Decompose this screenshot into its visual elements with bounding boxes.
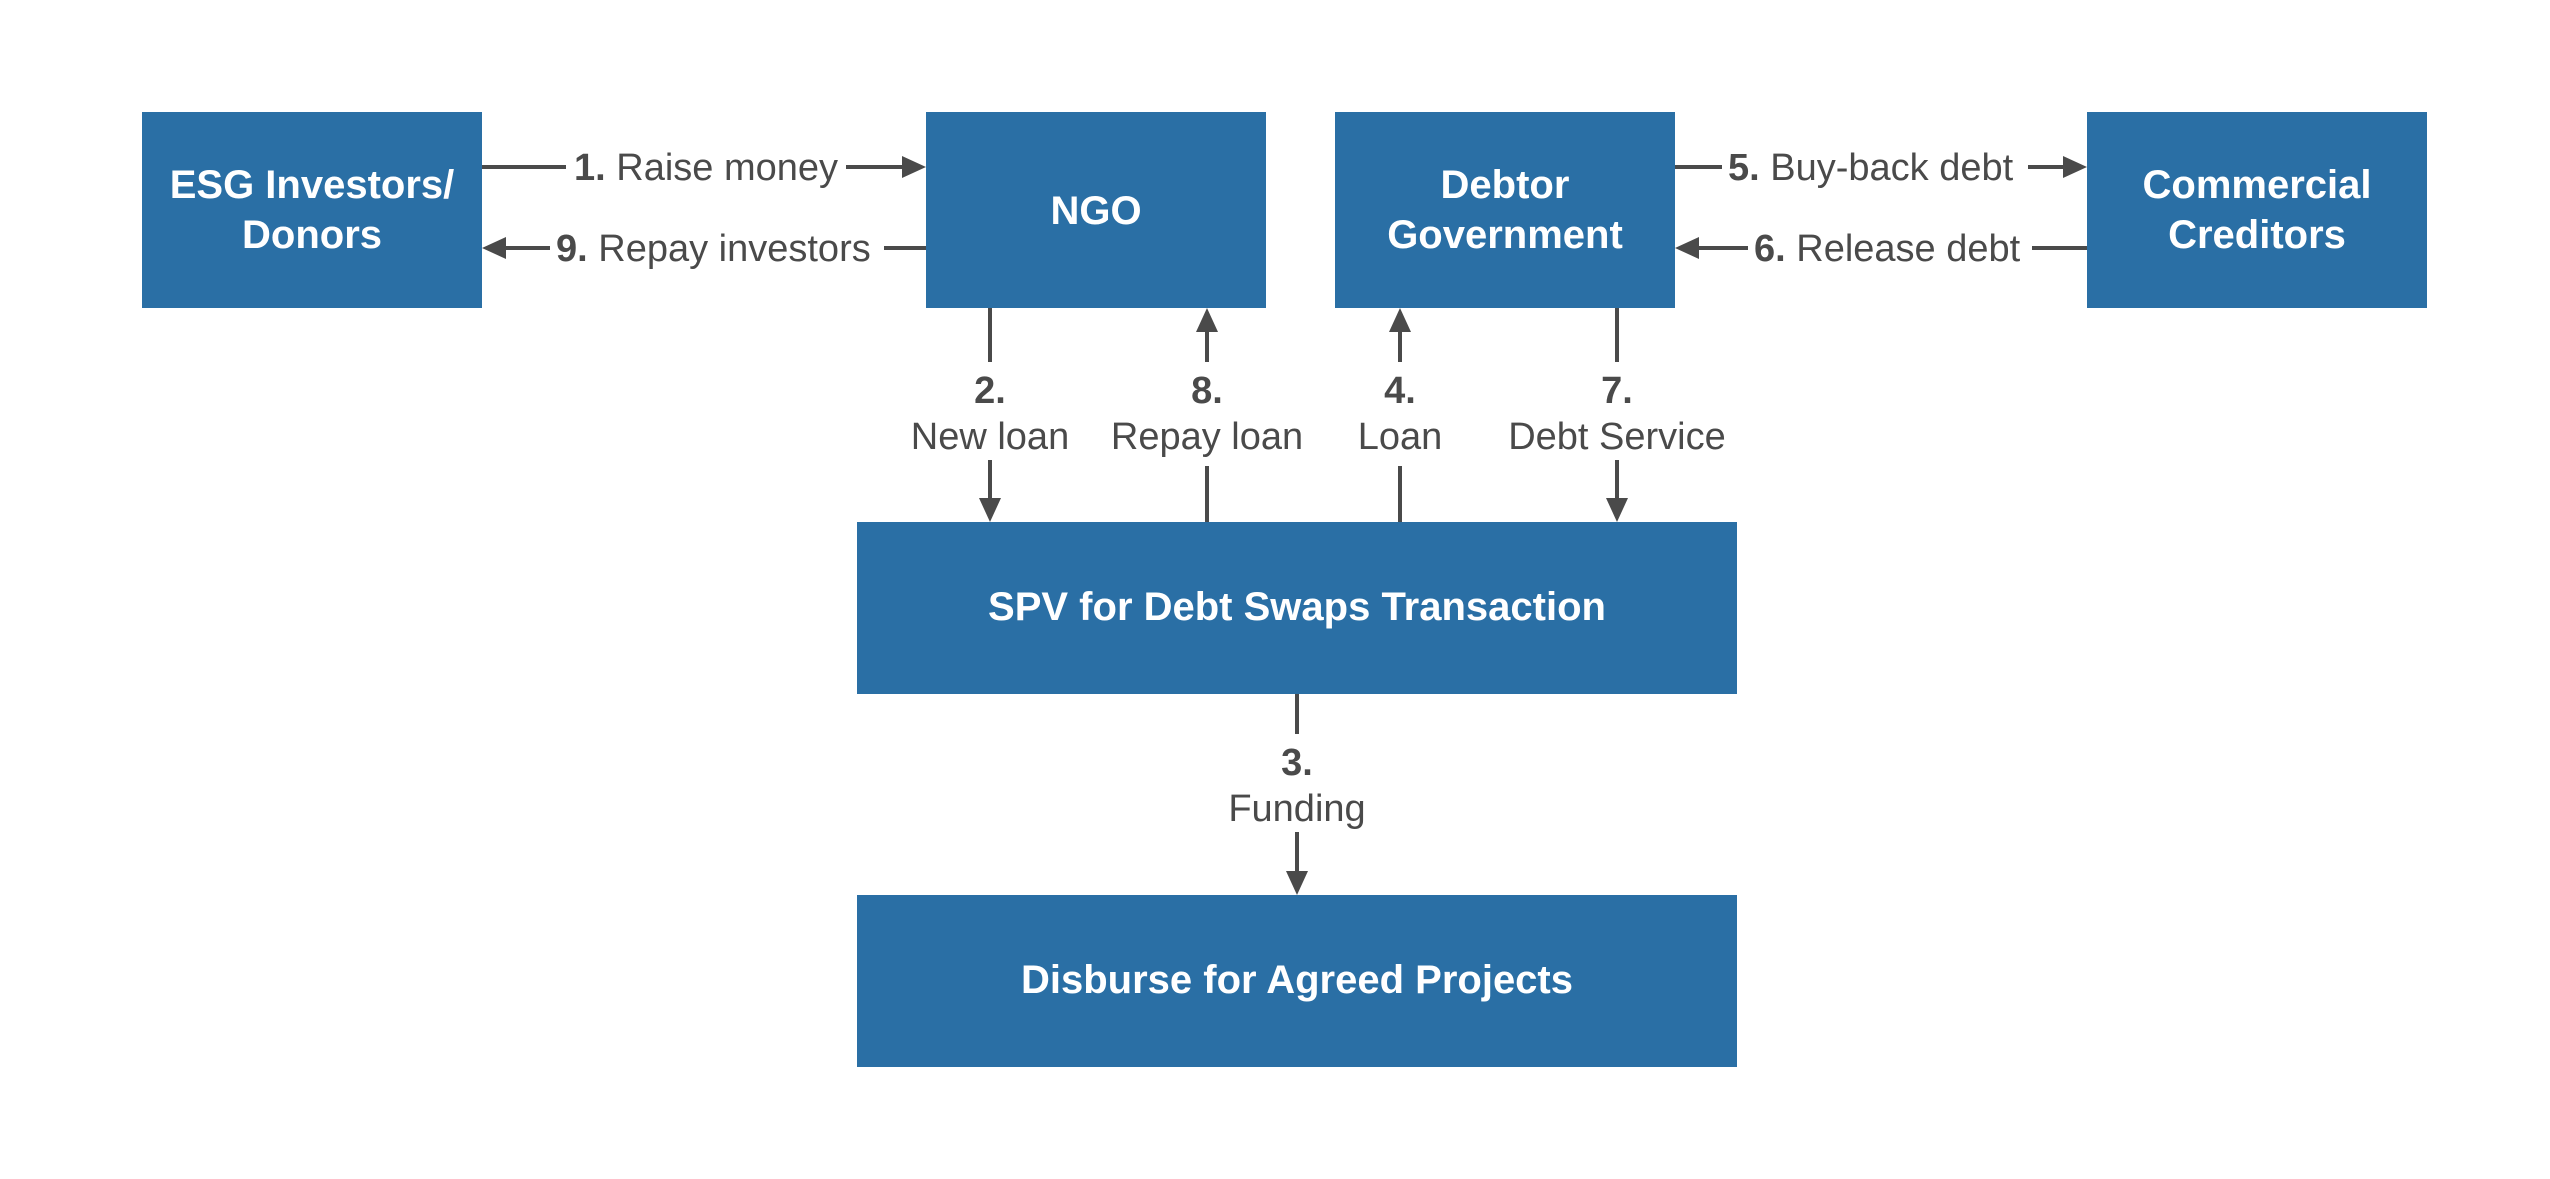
edge-6-arrow-icon [1675, 237, 1699, 259]
edge-3-funding: 3. Funding [1228, 694, 1366, 895]
edge-1-arrow-icon [902, 156, 926, 178]
edge-7-debt-service: 7. Debt Service [1508, 308, 1726, 522]
edge-6-release-debt: 6. Release debt [1675, 228, 2087, 270]
node-disburse-label: Disburse for Agreed Projects [1021, 958, 1573, 1002]
edge-7-arrow-icon [1606, 498, 1628, 522]
edge-9-repay-investors: 9. Repay investors [482, 228, 926, 270]
edge-2-arrow-icon [979, 498, 1001, 522]
node-commercial-creditors-box [2087, 112, 2427, 308]
node-debtor-government-label-line1: Debtor [1441, 163, 1570, 207]
node-spv: SPV for Debt Swaps Transaction [857, 522, 1737, 694]
node-commercial-creditors-label-line2: Creditors [2168, 213, 2346, 257]
node-spv-box [857, 522, 1737, 694]
node-debtor-government: Debtor Government [1335, 112, 1675, 308]
edge-8-repay-loan: 8. Repay loan [1111, 308, 1303, 522]
edge-8-arrow-icon [1196, 308, 1218, 332]
edge-1-raise-money: 1. Raise money [482, 147, 926, 189]
node-debtor-government-label-line2: Government [1387, 213, 1623, 257]
edge-4-arrow-icon [1389, 308, 1411, 332]
edge-9-label: 9. Repay investors [556, 228, 871, 270]
node-esg-investors: ESG Investors/ Donors [142, 112, 482, 308]
edge-2-new-loan: 2. New loan [911, 308, 1069, 522]
edge-4-label: Loan [1358, 416, 1443, 458]
edge-2-number: 2. [974, 370, 1006, 412]
node-esg-investors-label-line2: Donors [242, 213, 382, 257]
edge-1-label: 1. Raise money [574, 147, 838, 189]
edge-8-number: 8. [1191, 370, 1223, 412]
node-esg-investors-label-line1: ESG Investors/ [170, 163, 455, 207]
edge-5-arrow-icon [2063, 156, 2087, 178]
node-disburse: Disburse for Agreed Projects [857, 895, 1737, 1067]
edge-6-label: 6. Release debt [1754, 228, 2021, 270]
node-debtor-government-box [1335, 112, 1675, 308]
node-esg-investors-box [142, 112, 482, 308]
edge-3-arrow-icon [1286, 871, 1308, 895]
node-disburse-box [857, 895, 1737, 1067]
node-commercial-creditors: Commercial Creditors [2087, 112, 2427, 308]
edge-4-loan: 4. Loan [1358, 308, 1443, 522]
edge-7-number: 7. [1601, 370, 1633, 412]
edge-8-label: Repay loan [1111, 416, 1303, 458]
node-ngo-box [926, 112, 1266, 308]
edge-2-label: New loan [911, 416, 1069, 458]
node-commercial-creditors-label-line1: Commercial [2143, 163, 2372, 207]
edge-3-label: Funding [1228, 788, 1365, 830]
edge-9-arrow-icon [482, 237, 506, 259]
edge-7-label: Debt Service [1508, 416, 1726, 458]
node-ngo-label: NGO [1050, 189, 1141, 233]
node-spv-label: SPV for Debt Swaps Transaction [988, 585, 1606, 629]
node-ngo: NGO [926, 112, 1266, 308]
edge-5-label: 5. Buy-back debt [1728, 147, 2014, 189]
edge-4-number: 4. [1384, 370, 1416, 412]
edge-5-buy-back-debt: 5. Buy-back debt [1675, 147, 2087, 189]
edge-3-number: 3. [1281, 742, 1313, 784]
